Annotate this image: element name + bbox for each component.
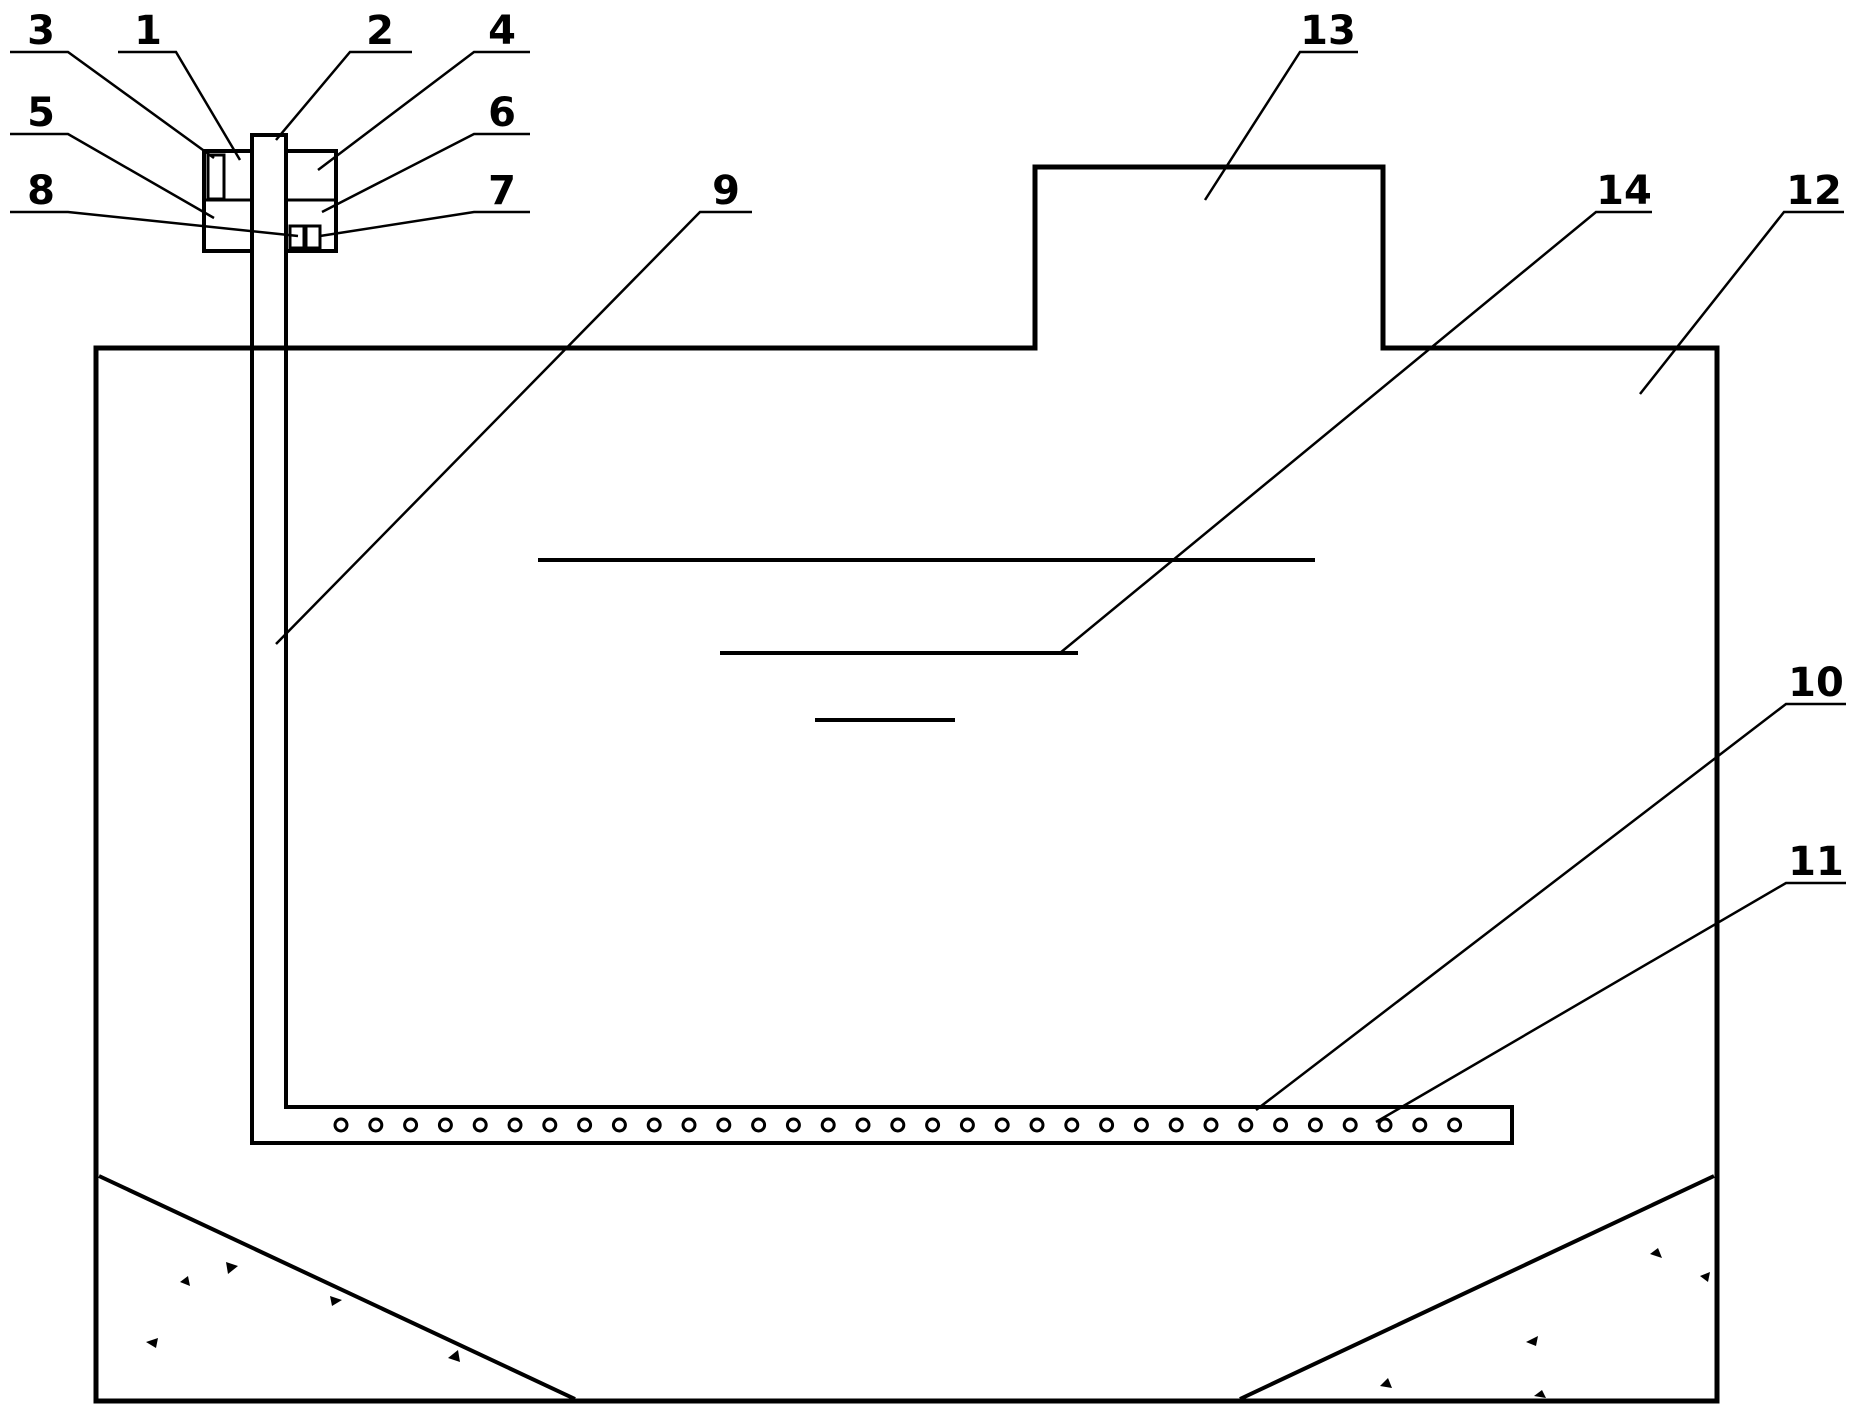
aeration-hole	[994, 1117, 1010, 1133]
aeration-hole	[751, 1117, 767, 1133]
leader-line-3	[10, 50, 215, 160]
aeration-hole	[1447, 1117, 1463, 1133]
aeration-hole	[1029, 1117, 1045, 1133]
label-8: 8	[27, 168, 55, 214]
valve-assembly	[202, 149, 338, 253]
leader-line-1	[118, 50, 242, 161]
aeration-hole	[1064, 1117, 1080, 1133]
label-5: 5	[27, 90, 55, 136]
sediment-particle	[330, 1296, 342, 1306]
sediment-particle	[226, 1262, 238, 1274]
sediment-particles	[146, 1248, 1710, 1398]
leader-line-4	[317, 50, 530, 171]
leader-line-14	[1059, 210, 1652, 654]
label-13: 13	[1300, 8, 1356, 54]
aeration-hole	[959, 1117, 975, 1133]
label-1: 1	[134, 8, 162, 54]
aeration-hole	[1133, 1117, 1149, 1133]
aeration-hole	[542, 1117, 558, 1133]
label-12: 12	[1786, 168, 1842, 214]
valve-element-3	[206, 153, 226, 201]
aeration-hole	[333, 1117, 349, 1133]
aeration-hole	[1273, 1117, 1289, 1133]
leader-line-2	[275, 50, 412, 141]
aeration-hole	[716, 1117, 732, 1133]
aeration-hole	[681, 1117, 697, 1133]
aeration-hole	[437, 1117, 453, 1133]
aeration-hole	[1307, 1117, 1323, 1133]
tank-outline	[93, 164, 1720, 1404]
aeration-hole	[1412, 1117, 1428, 1133]
left-sediment-slope	[98, 1174, 576, 1401]
leader-line-13	[1203, 50, 1358, 201]
sediment-particle	[180, 1276, 190, 1286]
aeration-hole	[820, 1117, 836, 1133]
valve-element-7	[304, 224, 322, 250]
label-4: 4	[488, 8, 516, 54]
sediment-particle	[448, 1350, 460, 1362]
leader-line-8	[10, 210, 299, 238]
sediment-particle	[1380, 1378, 1392, 1388]
leader-lines	[10, 50, 1846, 1124]
leader-line-12	[1639, 210, 1844, 395]
valve-element-8	[288, 224, 306, 250]
aeration-hole	[403, 1117, 419, 1133]
aeration-hole	[785, 1117, 801, 1133]
label-3: 3	[27, 8, 55, 54]
aeration-holes	[333, 1117, 1463, 1133]
sediment-particle	[1526, 1336, 1538, 1346]
leader-line-7	[319, 210, 530, 238]
aeration-hole	[507, 1117, 523, 1133]
leader-line-6	[321, 132, 530, 214]
aeration-hole	[646, 1117, 662, 1133]
aeration-hole	[890, 1117, 906, 1133]
sediment-particle	[1650, 1248, 1662, 1258]
aeration-hole	[1377, 1117, 1393, 1133]
label-10: 10	[1788, 660, 1844, 706]
sediment-particle	[1700, 1272, 1710, 1282]
aeration-hole	[1168, 1117, 1184, 1133]
aeration-hole	[1099, 1117, 1115, 1133]
label-14: 14	[1596, 168, 1652, 214]
aeration-hole	[472, 1117, 488, 1133]
right-sediment-slope	[1239, 1174, 1715, 1401]
aeration-hole	[611, 1117, 627, 1133]
aeration-hole	[1203, 1117, 1219, 1133]
label-6: 6	[488, 90, 516, 136]
leader-line-10	[1255, 702, 1846, 1111]
air-pipe	[250, 133, 1514, 1145]
label-7: 7	[488, 168, 516, 214]
aeration-hole	[925, 1117, 941, 1133]
leader-line-5	[10, 132, 215, 220]
aeration-hole	[1238, 1117, 1254, 1133]
sediment-particle	[146, 1338, 158, 1348]
sediment-particle	[1534, 1390, 1546, 1398]
label-11: 11	[1788, 839, 1844, 885]
leader-line-11	[1375, 881, 1846, 1124]
aeration-hole	[855, 1117, 871, 1133]
leader-line-9	[275, 210, 752, 645]
label-9: 9	[712, 168, 740, 214]
label-2: 2	[366, 8, 394, 54]
aeration-hole	[1342, 1117, 1358, 1133]
aeration-hole	[577, 1117, 593, 1133]
aeration-hole	[368, 1117, 384, 1133]
